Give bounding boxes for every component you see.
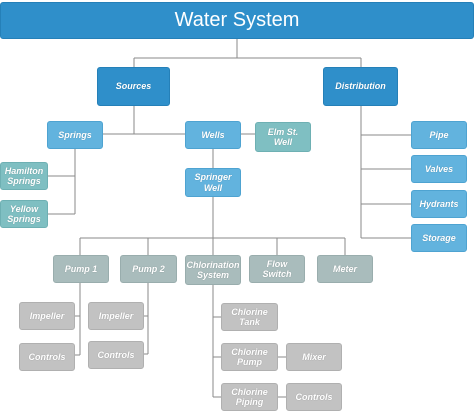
node-pump-1[interactable]: Pump 1 (53, 255, 109, 283)
node-yellow-springs[interactable]: Yellow Springs (0, 200, 48, 228)
node-pump-2-impeller[interactable]: Impeller (88, 302, 144, 330)
node-springs[interactable]: Springs (47, 121, 103, 149)
node-chlorine-tank[interactable]: Chlorine Tank (221, 303, 278, 331)
node-elm-st-well[interactable]: Elm St. Well (255, 122, 311, 152)
node-meter[interactable]: Meter (317, 255, 373, 283)
node-pump-2[interactable]: Pump 2 (120, 255, 177, 283)
node-hamilton-springs[interactable]: Hamilton Springs (0, 162, 48, 190)
node-springer-well[interactable]: Springer Well (185, 168, 241, 197)
node-hydrants[interactable]: Hydrants (411, 190, 467, 218)
chart-title: Water System (0, 2, 474, 39)
node-pump-1-impeller[interactable]: Impeller (19, 302, 75, 330)
node-sources[interactable]: Sources (97, 67, 170, 106)
node-pump-1-controls[interactable]: Controls (19, 343, 75, 371)
node-pipe[interactable]: Pipe (411, 121, 467, 149)
node-piping-controls[interactable]: Controls (286, 383, 342, 411)
node-pump-2-controls[interactable]: Controls (88, 341, 144, 369)
node-chlorine-pump[interactable]: Chlorine Pump (221, 343, 278, 371)
node-distribution[interactable]: Distribution (323, 67, 398, 106)
node-chlorine-piping[interactable]: Chlorine Piping (221, 383, 278, 411)
node-storage[interactable]: Storage (411, 224, 467, 252)
node-wells[interactable]: Wells (185, 121, 241, 149)
node-chlorination-system[interactable]: Chlorination System (185, 255, 241, 285)
node-flow-switch[interactable]: Flow Switch (249, 255, 305, 283)
node-mixer[interactable]: Mixer (286, 343, 342, 371)
node-valves[interactable]: Valves (411, 155, 467, 183)
